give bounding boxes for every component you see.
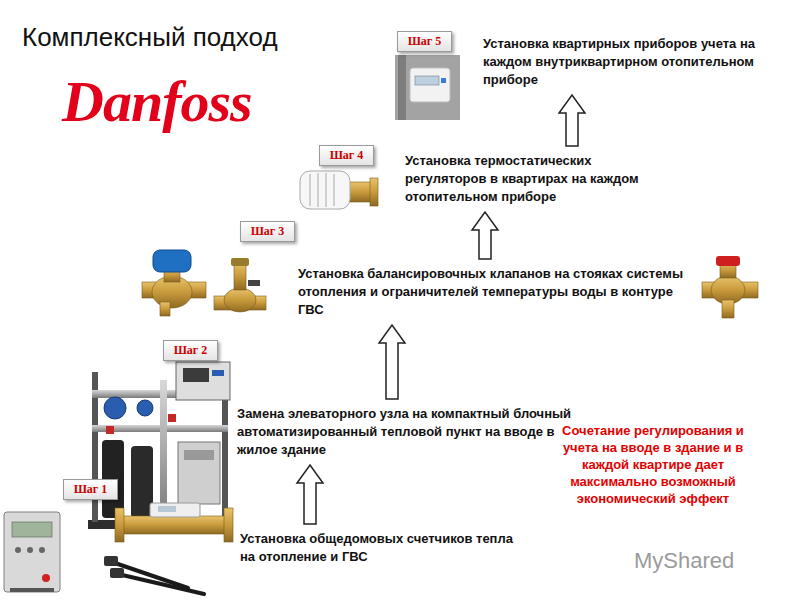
summary-note: Сочетание регулирования и учета на вводе…: [543, 422, 763, 507]
heat-calculator: [39, 547, 45, 553]
heat-calculator: [4, 512, 60, 592]
heat-substation: [176, 362, 230, 400]
heat-calculator: [27, 547, 33, 553]
step-text: Установка термостатических регуляторов в…: [405, 152, 650, 206]
balancing-valve: [160, 302, 170, 316]
flow-meter: [115, 508, 124, 542]
temperature-limiter: [702, 256, 758, 318]
step-badge: Шаг 5: [397, 31, 452, 52]
heat-substation: [160, 380, 167, 520]
heat-substation: [106, 426, 114, 434]
step-text: Установка квартирных приборов учета на к…: [483, 35, 778, 89]
step-text: Установка общедомовых счетчиков тепла на…: [240, 530, 530, 566]
heat-calculator: [12, 522, 52, 537]
pressure-valve: [248, 280, 260, 286]
step-badge: Шаг 1: [63, 479, 118, 500]
step-description: Установка балансировочных клапанов на ст…: [298, 265, 698, 319]
meter-photo: [410, 68, 450, 102]
step-number: Шаг 5: [398, 32, 451, 51]
step-arrow: [379, 325, 405, 399]
thermostat-head: [317, 173, 319, 207]
pressure-valve: [234, 262, 246, 290]
thermostat-head: [370, 178, 378, 206]
heat-calculator: [10, 588, 54, 592]
meter-photo: [398, 55, 406, 120]
flow-meter: [224, 508, 233, 542]
thermostat-head: [333, 174, 335, 206]
meter-photo: [415, 76, 439, 85]
step-description: Замена элеваторного узла на компактный б…: [237, 405, 572, 459]
step-arrow: [559, 95, 585, 146]
thermostat-head: [300, 171, 378, 209]
step-description: Установка общедомовых счетчиков тепла на…: [240, 530, 530, 566]
temperature-sensors: [104, 556, 204, 594]
pressure-valve: [231, 258, 249, 266]
step-badge: Шаг 3: [240, 221, 295, 242]
heat-calculator: [42, 574, 50, 582]
slide-title: Комплексный подход: [22, 22, 278, 53]
thermostat-head: [309, 174, 311, 206]
temperature-sensors: [110, 568, 124, 578]
thermostat-head: [300, 171, 350, 209]
flow-meter: [158, 506, 176, 512]
step-number: Шаг 2: [164, 341, 217, 360]
temperature-sensors: [104, 556, 118, 566]
step-description: Установка квартирных приборов учета на к…: [483, 35, 778, 89]
heat-substation: [88, 362, 230, 529]
temperature-limiter: [722, 300, 734, 318]
flow-meter: [120, 516, 228, 534]
temperature-limiter: [716, 256, 740, 266]
step-description: Установка термостатических регуляторов в…: [405, 152, 650, 206]
heat-substation: [184, 450, 214, 460]
heat-substation: [212, 370, 224, 376]
brand-logo: Danfoss: [62, 68, 252, 135]
balancing-valve: [142, 250, 206, 316]
heat-calculator: [15, 547, 21, 553]
heat-substation: [183, 368, 209, 382]
heat-substation: [178, 442, 220, 504]
heat-substation: [137, 400, 153, 416]
meter-photo: [395, 55, 460, 120]
meter-photo: [395, 55, 460, 120]
balancing-valve: [153, 250, 191, 272]
step-arrow: [472, 212, 498, 259]
step-number: Шаг 1: [64, 480, 117, 499]
pressure-valve: [214, 258, 266, 312]
step-text: Замена элеваторного узла на компактный б…: [237, 405, 572, 459]
meter-photo: [441, 78, 446, 83]
step-number: Шаг 4: [320, 146, 373, 165]
heat-substation: [168, 414, 176, 422]
step-badge: Шаг 2: [163, 340, 218, 361]
thermostat-head: [325, 173, 327, 207]
flow-meter: [150, 503, 200, 517]
temperature-sensors: [118, 574, 204, 594]
flow-meter: [115, 503, 233, 542]
step-number: Шаг 3: [241, 222, 294, 241]
pressure-valve: [224, 288, 256, 312]
step-badge: Шаг 4: [319, 145, 374, 166]
watermark: MyShared: [634, 548, 734, 574]
heat-calculator: [4, 512, 60, 592]
heat-substation: [104, 397, 126, 419]
step-text: Установка балансировочных клапанов на ст…: [298, 265, 698, 319]
step-arrow: [297, 465, 323, 524]
